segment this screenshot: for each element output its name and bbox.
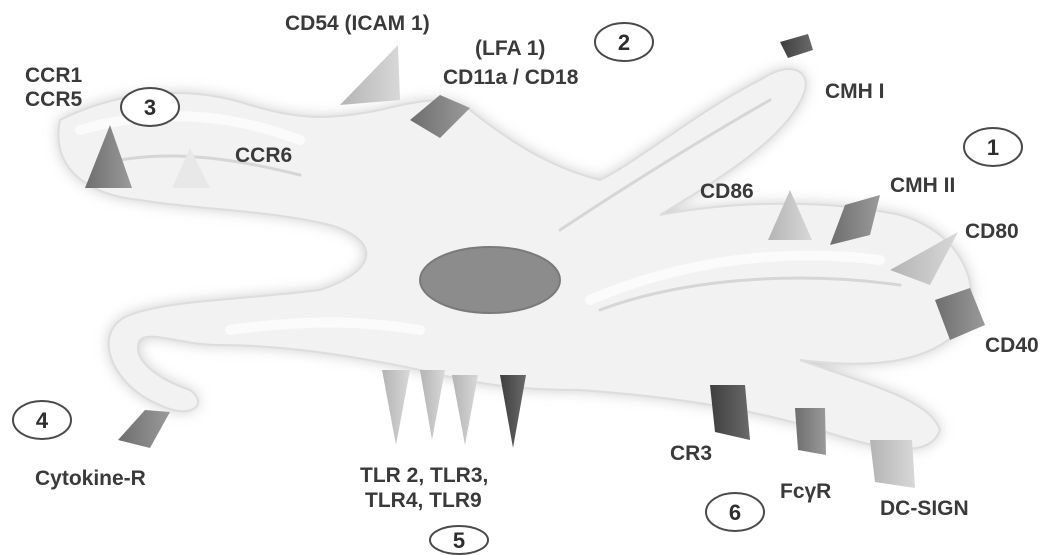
cmh1-receptor-icon — [780, 34, 813, 58]
fcyr-receptor-icon — [795, 408, 826, 455]
label-lfa1: (LFA 1) — [475, 37, 545, 60]
label-cd54: CD54 (ICAM 1) — [285, 12, 430, 35]
group-marker-4: 4 — [13, 401, 71, 439]
label-cd40: CD40 — [985, 334, 1039, 357]
label-cmh2: CMH II — [890, 174, 955, 197]
tlr-receptor-2-icon — [420, 370, 445, 440]
label-tlr-line1: TLR 2, TLR3, — [360, 464, 488, 487]
label-ccr5: CCR5 — [25, 88, 82, 111]
dc-sign-receptor-icon — [870, 440, 915, 488]
nucleus — [420, 247, 560, 313]
group-marker-2: 2 — [595, 23, 653, 61]
label-ccr1: CCR1 — [25, 64, 82, 87]
tlr-receptor-4-icon — [500, 375, 526, 448]
label-dc-sign: DC-SIGN — [880, 497, 969, 520]
group-marker-6: 6 — [706, 493, 764, 531]
group-marker-5: 5 — [430, 526, 488, 554]
label-tlr-line2: TLR4, TLR9 — [365, 489, 482, 512]
group-number-3: 3 — [144, 95, 156, 120]
group-number-1: 1 — [987, 135, 999, 160]
label-ccr6: CCR6 — [235, 144, 292, 167]
group-number-6: 6 — [729, 500, 741, 525]
tlr-receptor-1-icon — [382, 370, 410, 445]
cd54-receptor-icon — [340, 45, 400, 105]
tlr-receptor-3-icon — [452, 375, 478, 445]
cytokine-r-receptor-icon — [118, 410, 170, 448]
group-number-5: 5 — [453, 528, 465, 553]
label-cytokine-r: Cytokine-R — [35, 467, 146, 490]
group-marker-1: 1 — [964, 128, 1022, 166]
group-number-2: 2 — [618, 30, 630, 55]
label-cmh1: CMH I — [825, 80, 885, 103]
label-cd11a-cd18: CD11a / CD18 — [443, 66, 579, 89]
label-fcyr: FcγR — [780, 480, 831, 503]
cr3-receptor-icon — [710, 385, 750, 440]
label-cd86: CD86 — [700, 180, 754, 203]
label-cr3: CR3 — [670, 442, 712, 465]
group-number-4: 4 — [36, 408, 49, 433]
group-marker-3: 3 — [121, 88, 179, 126]
label-cd80: CD80 — [965, 220, 1019, 243]
